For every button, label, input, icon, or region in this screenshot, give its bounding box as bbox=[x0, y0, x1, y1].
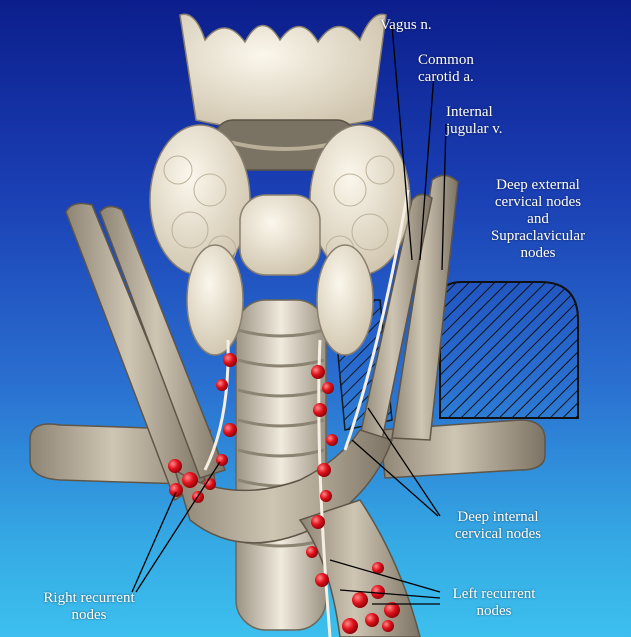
label-left-recurrent-line2: nodes bbox=[476, 603, 512, 619]
label-common-carotid-line2: carotid a. bbox=[418, 69, 474, 85]
label-deep-external-line2: cervical nodes bbox=[494, 194, 582, 210]
label-right-recurrent-line2: nodes bbox=[71, 607, 107, 623]
trachea bbox=[235, 299, 327, 631]
label-deep-internal-line1: Deep internal bbox=[457, 509, 539, 525]
label-right-recurrent-line1: Right recurrent bbox=[43, 590, 135, 606]
label-vagus-nerve: Vagus n. bbox=[380, 17, 432, 33]
label-deep-internal-line2: cervical nodes bbox=[454, 526, 542, 542]
right-carotid-artery bbox=[99, 205, 226, 479]
label-common-carotid: Common carotid a. bbox=[418, 52, 474, 86]
label-internal-jugular-line2: jugular v. bbox=[446, 121, 503, 137]
supraclavicular-node-region bbox=[439, 281, 579, 419]
vagus-nerve-left bbox=[343, 189, 410, 451]
label-right-recurrent-nodes: Right recurrent nodes bbox=[24, 590, 154, 624]
right-recurrent-nodes bbox=[168, 353, 237, 503]
label-deep-external-line4: Supraclavicular bbox=[490, 228, 586, 244]
thyroid-gland-right-lobe bbox=[149, 124, 251, 356]
left-jugular-vein bbox=[391, 174, 459, 441]
label-deep-internal-cervical-nodes: Deep internal cervical nodes bbox=[438, 509, 558, 543]
label-internal-jugular: Internal jugular v. bbox=[446, 104, 503, 138]
label-internal-jugular-line1: Internal bbox=[446, 104, 493, 120]
label-deep-external-cervical-nodes: Deep external cervical nodes and Supracl… bbox=[478, 177, 598, 262]
left-recurrent-nodes bbox=[306, 365, 400, 634]
label-deep-external-line3: and bbox=[527, 211, 549, 227]
label-common-carotid-line1: Common bbox=[418, 52, 474, 68]
label-deep-external-line5: nodes bbox=[520, 245, 556, 261]
label-left-recurrent-nodes: Left recurrent nodes bbox=[434, 586, 554, 620]
aortic-arch bbox=[173, 429, 393, 544]
label-left-recurrent-line1: Left recurrent bbox=[452, 586, 536, 602]
thyroid-gland-left-lobe bbox=[309, 124, 411, 356]
thyroid-cartilage bbox=[179, 13, 387, 131]
label-deep-external-line1: Deep external bbox=[496, 177, 580, 193]
thyroid-isthmus bbox=[239, 194, 321, 276]
leader-lines bbox=[131, 25, 447, 605]
